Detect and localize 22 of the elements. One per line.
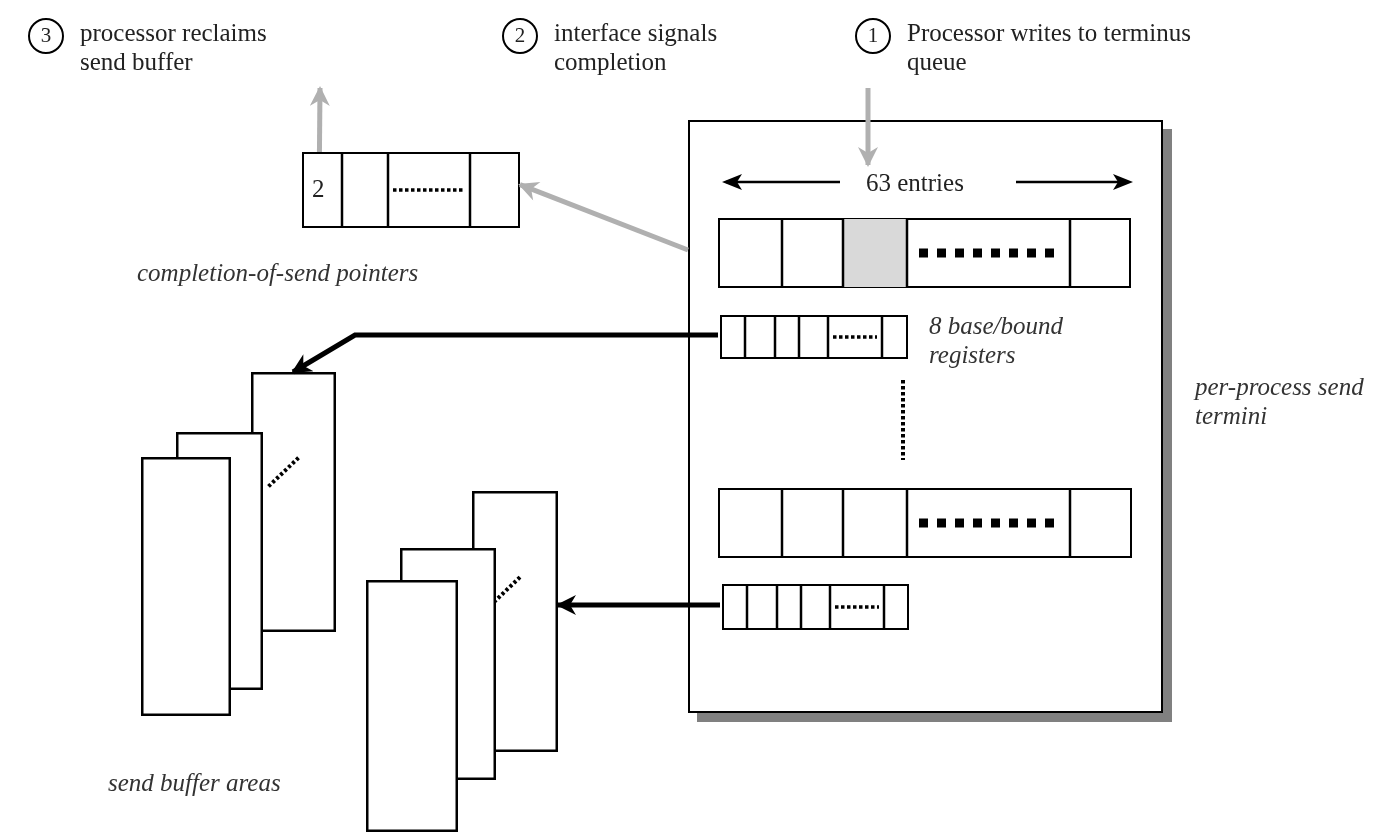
- step-number: 3: [28, 18, 64, 54]
- arrow: [309, 86, 330, 153]
- step-number: 1: [855, 18, 891, 54]
- step-number: 2: [502, 18, 538, 54]
- buffer-stack-drawing: [141, 372, 336, 716]
- arrow: [291, 332, 718, 375]
- buffer-stack-drawing: [366, 491, 558, 832]
- dimension-label: 63 entries: [866, 168, 964, 197]
- arrow: [556, 595, 720, 615]
- node-label: 8 base/bound registers: [929, 311, 1065, 369]
- arrow: [518, 181, 689, 253]
- cell-number: 2: [312, 174, 325, 203]
- register-row: [722, 584, 909, 630]
- step-description: processor reclaims send buffer: [80, 18, 268, 76]
- queue-row: [718, 488, 1132, 558]
- arrow: [858, 88, 878, 167]
- node-label: completion-of-send pointers: [137, 258, 420, 287]
- queue-row: [718, 218, 1131, 288]
- node-label: per-process send termini: [1195, 372, 1365, 430]
- caption: send buffer areas: [108, 768, 281, 797]
- step-description: Processor writes to terminus queue: [907, 18, 1191, 76]
- step-description: interface signals completion: [554, 18, 719, 76]
